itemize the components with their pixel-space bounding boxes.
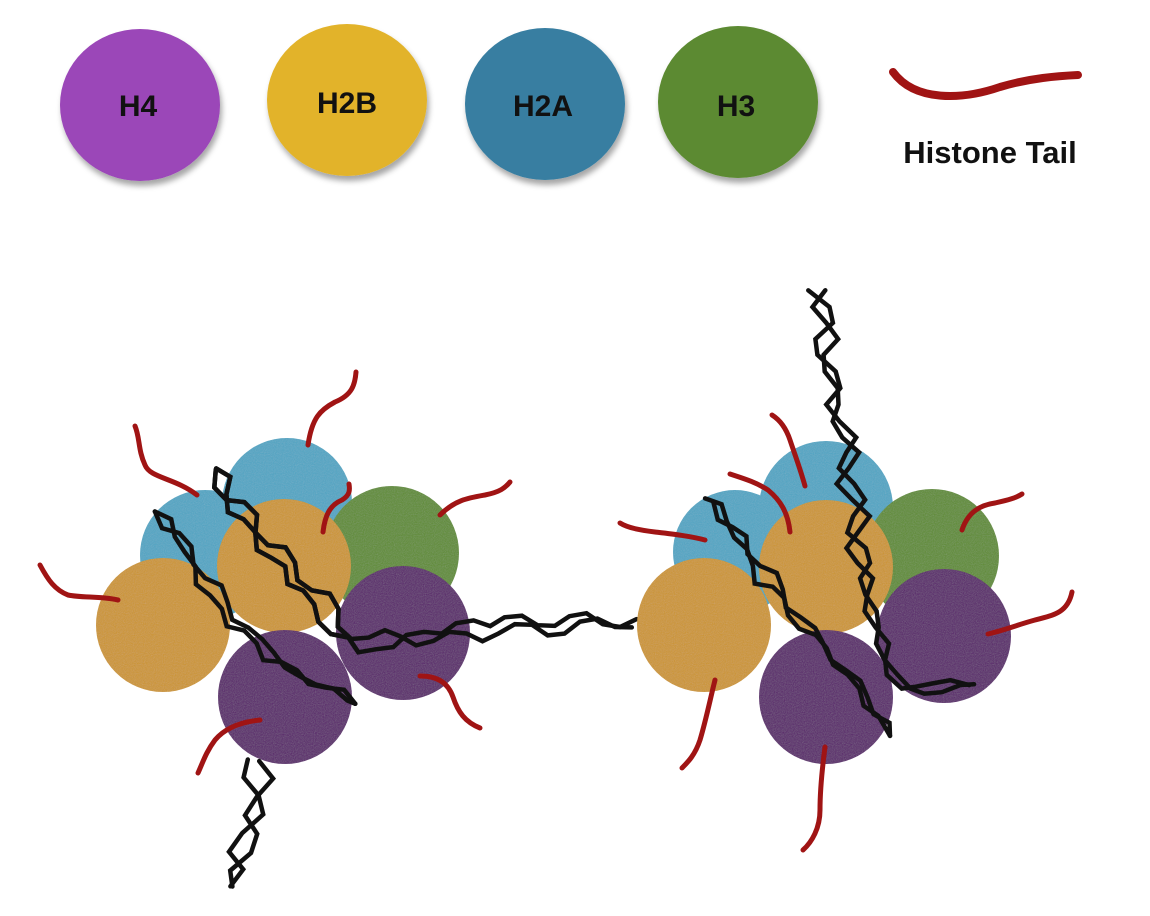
histone-tail <box>985 589 1075 637</box>
h2b-legend-label: H2B <box>317 87 377 120</box>
right-h2b-center <box>759 500 893 634</box>
h2a-legend-circle <box>465 28 625 180</box>
histone-tail <box>617 520 708 543</box>
legend-item-h4: H4 <box>60 29 220 181</box>
h2b-legend-circle <box>267 24 427 176</box>
dna-strand <box>226 757 266 889</box>
histone-tail-legend-icon <box>889 68 1082 100</box>
right-h4-bottom <box>759 630 893 764</box>
legend-item-h2b: H2B <box>267 24 427 176</box>
histone-tail <box>769 412 808 489</box>
left-histone-tails <box>37 369 513 776</box>
h2a-legend-label: H2A <box>513 90 573 123</box>
legend-item-h2a: H2A <box>465 28 625 180</box>
h3-legend-label: H3 <box>717 90 755 123</box>
histone-tail <box>37 562 121 603</box>
right-nucleosome-histones <box>637 441 1011 764</box>
histone-tail <box>132 423 200 498</box>
histone-tail <box>959 491 1025 533</box>
histone-tail <box>195 717 263 776</box>
legend: H4 H2B H2A H3 Histone Tail <box>60 24 1082 181</box>
dna-strand <box>711 499 893 739</box>
histone-tail <box>727 471 793 535</box>
right-histone-tails <box>617 412 1075 853</box>
h3-legend-circle <box>658 26 818 178</box>
histone-tail <box>679 677 718 771</box>
histone-tail <box>437 479 513 518</box>
h4-legend-label: H4 <box>119 90 158 123</box>
legend-item-h3: H3 <box>658 26 818 178</box>
left-front-dna <box>211 466 361 655</box>
dna-strand <box>702 496 893 739</box>
right-h4-right <box>877 569 1011 703</box>
right-nucleosome <box>617 288 1075 853</box>
right-dna-strands <box>702 288 977 739</box>
dna-strand <box>213 466 361 655</box>
left-h4-right <box>336 566 470 700</box>
histone-tail-legend-label: Histone Tail <box>903 135 1076 170</box>
left-h4-bottom <box>218 630 352 764</box>
dna-strand <box>211 467 354 642</box>
right-h2b-left <box>637 558 771 692</box>
h4-legend-circle <box>60 29 220 181</box>
dna-strand <box>806 288 977 696</box>
dna-strand <box>152 509 358 707</box>
dna-strand <box>809 288 972 691</box>
left-h2b-left <box>96 558 230 692</box>
histone-tail <box>320 481 352 535</box>
histone-tail <box>305 369 359 448</box>
histone-tail <box>417 673 483 731</box>
histone-tail <box>800 744 828 853</box>
left-nucleosome-histones <box>96 438 470 764</box>
legend-item-histone-tail: Histone Tail <box>889 68 1082 170</box>
